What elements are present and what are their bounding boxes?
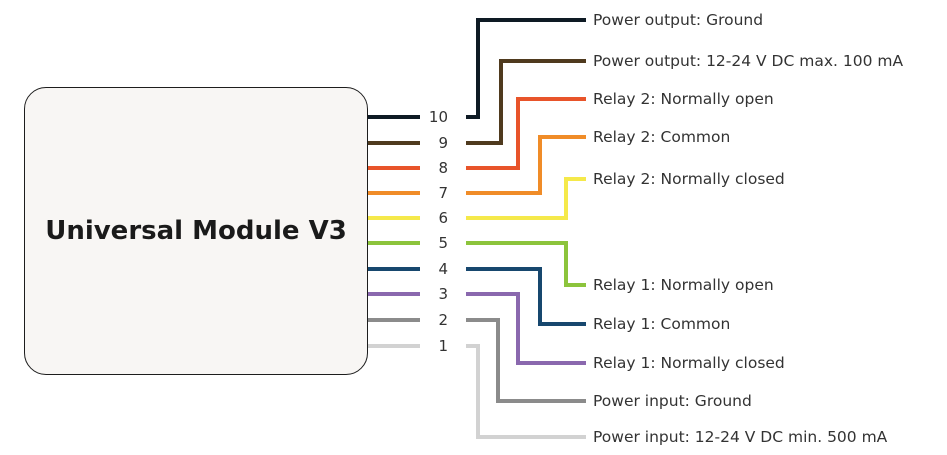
wire-label-7: Relay 2: Common <box>593 128 730 146</box>
module-box <box>24 87 368 375</box>
wire-label-10: Power output: Ground <box>593 11 763 29</box>
pin-number-4: 4 <box>438 260 448 278</box>
wire-10 <box>466 18 586 119</box>
wire-label-2: Power input: Ground <box>593 392 752 410</box>
wire-3 <box>466 292 586 365</box>
pin-number-3: 3 <box>438 285 448 303</box>
wire-7 <box>466 135 586 195</box>
module-title: Universal Module V3 <box>45 216 347 246</box>
pin-number-7: 7 <box>438 184 448 202</box>
pin-number-5: 5 <box>438 234 448 252</box>
pin-number-8: 8 <box>438 159 448 177</box>
pin-number-9: 9 <box>438 134 448 152</box>
pin-number-2: 2 <box>438 311 448 329</box>
wire-9 <box>466 59 586 145</box>
pin-number-10: 10 <box>429 108 448 126</box>
wire-label-1: Power input: 12-24 V DC min. 500 mA <box>593 428 888 446</box>
wire-label-3: Relay 1: Normally closed <box>593 354 785 372</box>
wire-label-5: Relay 1: Normally open <box>593 276 774 294</box>
wire-2 <box>466 318 586 403</box>
pin-number-1: 1 <box>438 337 448 355</box>
wire-8 <box>466 97 586 170</box>
wire-label-8: Relay 2: Normally open <box>593 90 774 108</box>
wire-label-6: Relay 2: Normally closed <box>593 170 785 188</box>
wire-6 <box>466 177 586 220</box>
wire-label-4: Relay 1: Common <box>593 315 730 333</box>
wire-4 <box>466 267 586 326</box>
pin-number-6: 6 <box>438 209 448 227</box>
wire-1 <box>466 344 586 439</box>
wire-label-9: Power output: 12-24 V DC max. 100 mA <box>593 52 903 70</box>
wire-5 <box>466 241 586 287</box>
